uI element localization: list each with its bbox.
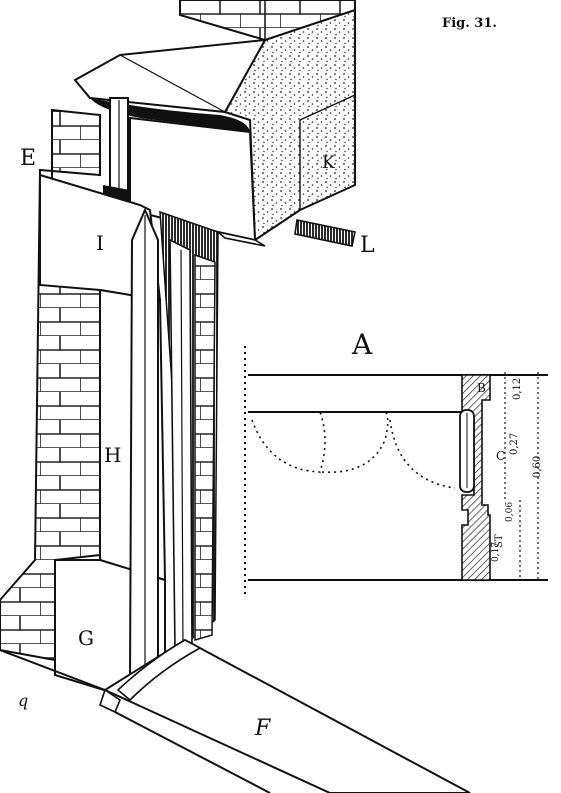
label-k: K: [322, 153, 335, 173]
dim-0-06: 0,06: [505, 502, 515, 522]
dim-0-60: 0,60: [532, 456, 543, 478]
cornice-gutter: [73, 38, 267, 132]
label-f: F: [254, 716, 271, 741]
inset-code: ST: [494, 534, 505, 548]
label-i: I: [96, 231, 104, 255]
downpipe: [128, 207, 159, 682]
dim-0-17: 0,17: [491, 542, 501, 562]
label-b: B: [477, 381, 486, 395]
corner-mark: q: [18, 691, 28, 710]
dim-0-27: 0,27: [509, 433, 520, 455]
label-a: A: [351, 328, 373, 361]
label-h: H: [104, 443, 121, 467]
bracket-l: [294, 219, 356, 247]
gutter-box: [129, 116, 266, 247]
inset-section-a: [244, 346, 548, 598]
stone-block-k: [223, 8, 356, 242]
downspout-upper: [103, 97, 130, 205]
reveal-brick-strip: [194, 253, 216, 642]
label-c: C: [496, 449, 505, 463]
label-e: E: [20, 146, 36, 171]
dim-0-12: 0,12: [512, 378, 523, 400]
figure-caption: Fig. 31.: [442, 16, 497, 31]
label-l: L: [360, 233, 375, 258]
label-g: G: [78, 626, 94, 650]
pavement-f: [0, 638, 471, 793]
